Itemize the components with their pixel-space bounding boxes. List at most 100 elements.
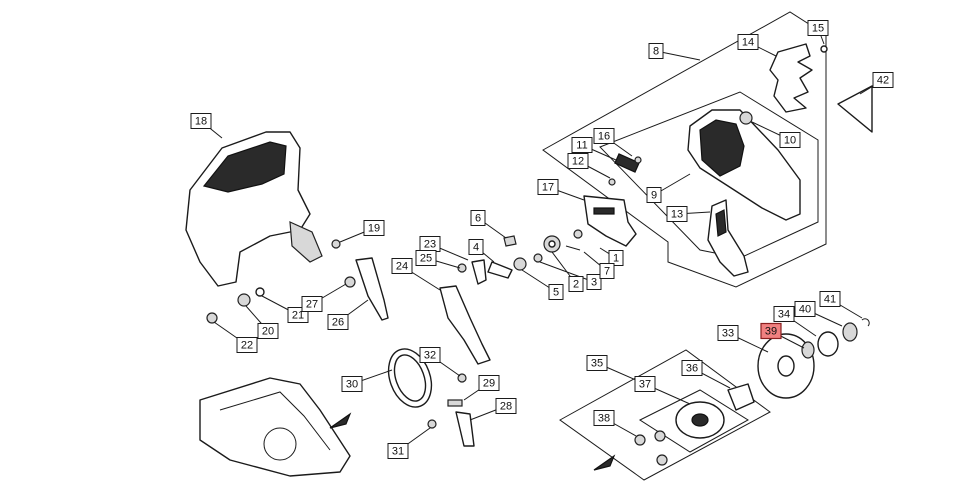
callout-box-20[interactable] <box>257 323 279 339</box>
callout-box-13[interactable] <box>666 206 688 222</box>
callout-box-15[interactable] <box>807 20 829 36</box>
callout-32[interactable]: 32 <box>419 347 441 363</box>
callout-5[interactable]: 5 <box>548 284 564 300</box>
callout-19[interactable]: 19 <box>363 220 385 236</box>
callout-box-7[interactable] <box>599 263 615 279</box>
tensioner-13-part <box>707 199 749 277</box>
callout-label-25: 25 <box>420 253 432 265</box>
callout-8[interactable]: 8 <box>648 43 664 59</box>
callout-4[interactable]: 4 <box>468 239 484 255</box>
callout-14[interactable]: 14 <box>737 34 759 50</box>
callout-label-32: 32 <box>424 350 436 362</box>
callout-box-8[interactable] <box>648 43 664 59</box>
callout-label-13: 13 <box>671 209 683 221</box>
callout-box-10[interactable] <box>779 132 801 148</box>
callout-box-18[interactable] <box>190 113 212 129</box>
callout-box-28[interactable] <box>495 398 517 414</box>
callout-28[interactable]: 28 <box>495 398 517 414</box>
cam-hole <box>548 240 556 248</box>
callout-box-32[interactable] <box>419 347 441 363</box>
callout-box-37[interactable] <box>634 376 656 392</box>
callout-35[interactable]: 35 <box>586 355 608 371</box>
block-11-part <box>614 153 640 173</box>
callout-11[interactable]: 11 <box>571 137 593 153</box>
callout-27[interactable]: 27 <box>301 296 323 312</box>
callout-box-14[interactable] <box>737 34 759 50</box>
callout-3[interactable]: 3 <box>586 274 602 290</box>
callout-label-21: 21 <box>292 310 304 322</box>
brake-lever-24-part <box>439 285 491 365</box>
callout-box-1[interactable] <box>608 250 624 266</box>
leader-line-3 <box>539 261 595 283</box>
callout-33[interactable]: 33 <box>717 325 739 341</box>
callout-box-29[interactable] <box>478 375 500 391</box>
tensioner-13-detail <box>715 209 727 237</box>
callout-10[interactable]: 10 <box>779 132 801 148</box>
callout-17[interactable]: 17 <box>537 179 559 195</box>
callout-22[interactable]: 22 <box>236 337 258 353</box>
callout-box-16[interactable] <box>593 128 615 144</box>
callout-box-11[interactable] <box>571 137 593 153</box>
callout-box-26[interactable] <box>327 314 349 330</box>
callout-box-19[interactable] <box>363 220 385 236</box>
callout-box-25[interactable] <box>415 250 437 266</box>
callout-box-4[interactable] <box>468 239 484 255</box>
needle-bearing-39-part <box>801 341 815 359</box>
callout-25[interactable]: 25 <box>415 250 437 266</box>
callout-7[interactable]: 7 <box>599 263 615 279</box>
callout-label-40: 40 <box>799 304 811 316</box>
bumper-spike-part <box>769 43 813 113</box>
callout-box-22[interactable] <box>236 337 258 353</box>
callout-12[interactable]: 12 <box>567 153 589 169</box>
callout-label-35: 35 <box>591 358 603 370</box>
callout-box-31[interactable] <box>387 443 409 459</box>
callout-1[interactable]: 1 <box>608 250 624 266</box>
callout-24[interactable]: 24 <box>391 258 413 274</box>
callout-13[interactable]: 13 <box>666 206 688 222</box>
callout-box-2[interactable] <box>568 276 584 292</box>
callout-15[interactable]: 15 <box>807 20 829 36</box>
callout-18[interactable]: 18 <box>190 113 212 129</box>
callout-box-17[interactable] <box>537 179 559 195</box>
callout-box-12[interactable] <box>567 153 589 169</box>
callout-37[interactable]: 37 <box>634 376 656 392</box>
callout-40[interactable]: 40 <box>794 301 816 317</box>
callout-box-38[interactable] <box>593 410 615 426</box>
callout-box-39[interactable] <box>760 322 782 340</box>
callout-label-37: 37 <box>639 379 651 391</box>
callout-42[interactable]: 42 <box>872 72 894 88</box>
callout-box-33[interactable] <box>717 325 739 341</box>
callout-box-42[interactable] <box>872 72 894 88</box>
callout-box-40[interactable] <box>794 301 816 317</box>
clutch-37-hub <box>691 413 709 427</box>
callout-29[interactable]: 29 <box>478 375 500 391</box>
callout-41[interactable]: 41 <box>819 291 841 307</box>
callout-label-30: 30 <box>346 379 358 391</box>
callout-9[interactable]: 9 <box>646 187 662 203</box>
callout-box-35[interactable] <box>586 355 608 371</box>
callout-box-34[interactable] <box>773 306 795 322</box>
callout-box-41[interactable] <box>819 291 841 307</box>
callout-box-6[interactable] <box>470 210 486 226</box>
callout-20[interactable]: 20 <box>257 323 279 339</box>
callout-38[interactable]: 38 <box>593 410 615 426</box>
callout-2[interactable]: 2 <box>568 276 584 292</box>
callout-box-5[interactable] <box>548 284 564 300</box>
callout-box-30[interactable] <box>341 376 363 392</box>
callout-box-36[interactable] <box>681 360 703 376</box>
callout-box-27[interactable] <box>301 296 323 312</box>
callout-box-24[interactable] <box>391 258 413 274</box>
callout-31[interactable]: 31 <box>387 443 409 459</box>
callout-box-9[interactable] <box>646 187 662 203</box>
callout-39[interactable]: 39 <box>760 322 782 340</box>
callout-box-3[interactable] <box>586 274 602 290</box>
callout-36[interactable]: 36 <box>681 360 703 376</box>
callout-16[interactable]: 16 <box>593 128 615 144</box>
callout-label-41: 41 <box>824 294 836 306</box>
callout-23[interactable]: 23 <box>419 236 441 252</box>
callout-30[interactable]: 30 <box>341 376 363 392</box>
callout-6[interactable]: 6 <box>470 210 486 226</box>
callout-26[interactable]: 26 <box>327 314 349 330</box>
callout-34[interactable]: 34 <box>773 306 795 322</box>
